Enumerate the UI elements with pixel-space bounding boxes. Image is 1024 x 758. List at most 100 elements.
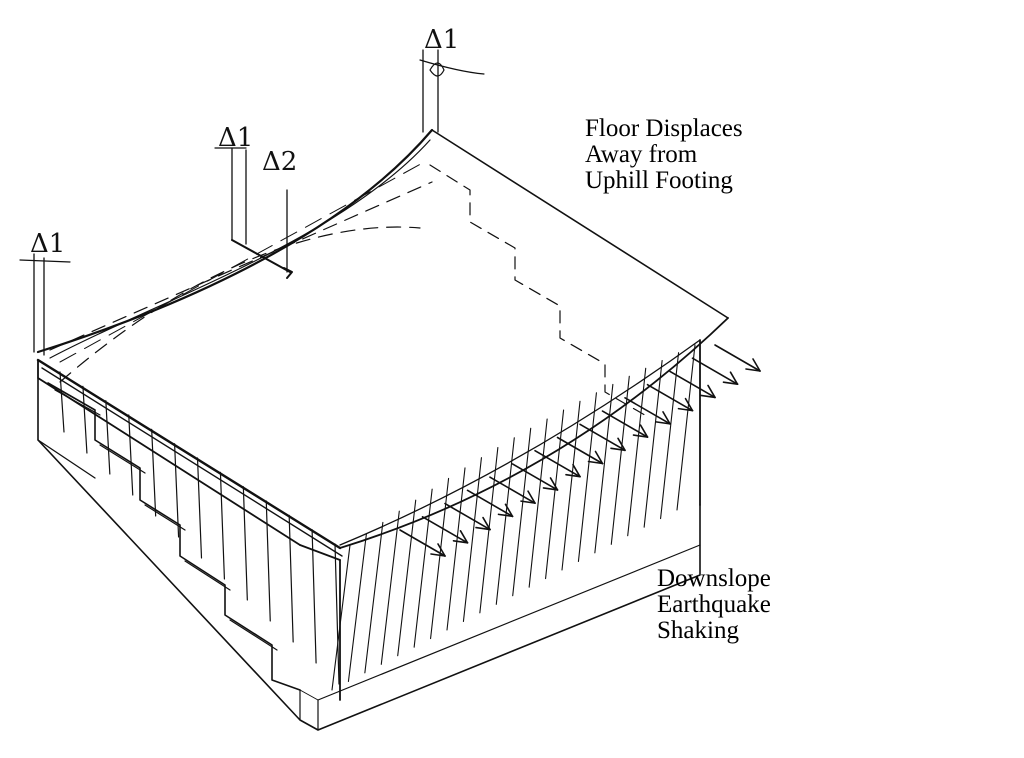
arrow-head bbox=[527, 490, 536, 504]
siding-board bbox=[561, 400, 581, 571]
arrow-shaft bbox=[624, 397, 671, 425]
delta1-top-label: Δ1 bbox=[424, 25, 459, 55]
siding-board bbox=[242, 486, 248, 601]
arrow-head bbox=[684, 397, 694, 412]
arrow-head bbox=[520, 500, 536, 504]
arrow-head bbox=[497, 513, 514, 518]
arrow-head bbox=[610, 447, 626, 452]
arrow-shaft bbox=[489, 476, 536, 504]
siding-board bbox=[413, 488, 433, 648]
arrow-head bbox=[632, 434, 649, 438]
arrow-head bbox=[475, 526, 491, 531]
side-wall-siding bbox=[59, 371, 340, 685]
siding-board bbox=[512, 427, 532, 597]
arrow-head bbox=[662, 411, 671, 425]
note-line: Shaking bbox=[657, 617, 739, 644]
arrow-head bbox=[549, 477, 559, 491]
note-line: Away from bbox=[585, 141, 698, 168]
arrow-head bbox=[745, 368, 761, 372]
siding-board bbox=[173, 443, 180, 538]
siding-board bbox=[265, 500, 271, 622]
arrow-head bbox=[594, 450, 604, 465]
siding-board bbox=[479, 447, 499, 614]
arrow-shaft bbox=[691, 357, 739, 386]
downslope-shaking-note: Downslope Earthquake Shaking bbox=[657, 566, 771, 644]
arrow-head bbox=[452, 539, 469, 544]
siding-board bbox=[288, 514, 294, 643]
arrow-shaft bbox=[466, 489, 514, 518]
siding-board bbox=[446, 467, 466, 631]
siding-board bbox=[643, 359, 663, 528]
arrow-head bbox=[565, 473, 581, 478]
delta1-left-label: Δ1 bbox=[30, 229, 65, 259]
delta2-label: Δ2 bbox=[262, 147, 297, 177]
siding-board bbox=[196, 457, 203, 559]
siding-board bbox=[594, 383, 614, 554]
downhill-wall bbox=[339, 339, 701, 701]
arrow-head bbox=[752, 358, 761, 372]
siding-board bbox=[430, 477, 450, 640]
arrow-head bbox=[587, 460, 604, 465]
arrow-shaft bbox=[534, 449, 581, 478]
arrow-shaft bbox=[399, 529, 446, 557]
arrow-head bbox=[482, 516, 491, 531]
arrow-head bbox=[437, 543, 446, 557]
floor-displaces-note: Floor Displaces Away from Uphill Footing bbox=[585, 116, 743, 194]
downhill-wall-siding bbox=[331, 344, 696, 691]
arrow-shaft bbox=[669, 370, 716, 399]
arrow-shaft bbox=[601, 410, 649, 438]
shaking-arrows bbox=[399, 344, 761, 557]
siding-board bbox=[495, 437, 515, 605]
siding-board bbox=[311, 529, 317, 664]
delta1-mid-label: Δ1 bbox=[218, 123, 253, 153]
arrow-shaft bbox=[714, 344, 761, 372]
delta-labels: Δ1 Δ1 Δ2 Δ1 bbox=[30, 25, 459, 259]
siding-board bbox=[331, 544, 351, 691]
siding-board bbox=[528, 418, 548, 588]
note-line: Earthquake bbox=[657, 591, 771, 618]
arrow-head bbox=[504, 503, 514, 518]
arrow-head bbox=[700, 394, 716, 399]
arrow-shaft bbox=[444, 502, 491, 531]
siding-board bbox=[105, 400, 111, 475]
note-line: Floor Displaces bbox=[585, 115, 743, 142]
arrow-shaft bbox=[646, 383, 694, 412]
siding-board bbox=[128, 414, 134, 496]
siding-board bbox=[151, 428, 157, 517]
siding-board bbox=[577, 392, 597, 562]
siding-board bbox=[660, 352, 680, 520]
siding-board bbox=[347, 533, 367, 682]
foundation-block bbox=[37, 377, 701, 731]
siding-board bbox=[219, 471, 226, 580]
arrow-head bbox=[722, 381, 739, 386]
arrow-shaft bbox=[579, 423, 626, 452]
siding-board bbox=[380, 510, 400, 665]
siding-board bbox=[364, 521, 384, 674]
siding-board bbox=[676, 344, 696, 511]
arrow-head bbox=[655, 421, 671, 425]
note-line: Uphill Footing bbox=[585, 167, 733, 194]
arrow-head bbox=[430, 553, 446, 557]
arrow-head bbox=[639, 424, 649, 438]
side-wall bbox=[37, 359, 341, 561]
siding-board bbox=[462, 457, 482, 622]
arrow-shaft bbox=[556, 436, 604, 465]
arrow-head bbox=[542, 487, 559, 491]
arrow-head bbox=[617, 437, 626, 452]
arrow-head bbox=[459, 529, 469, 544]
siding-board bbox=[627, 367, 647, 537]
note-line: Downslope bbox=[657, 565, 771, 592]
siding-board bbox=[334, 543, 340, 685]
siding-board bbox=[82, 385, 88, 454]
arrow-shaft bbox=[421, 515, 469, 544]
siding-board bbox=[545, 409, 565, 580]
arrow-head bbox=[707, 384, 716, 399]
floor-diaphragm bbox=[36, 128, 729, 557]
arrow-head bbox=[572, 463, 581, 478]
arrow-head bbox=[677, 407, 694, 412]
arrow-head bbox=[729, 371, 739, 386]
siding-board bbox=[397, 499, 417, 657]
arrow-shaft bbox=[511, 463, 559, 491]
